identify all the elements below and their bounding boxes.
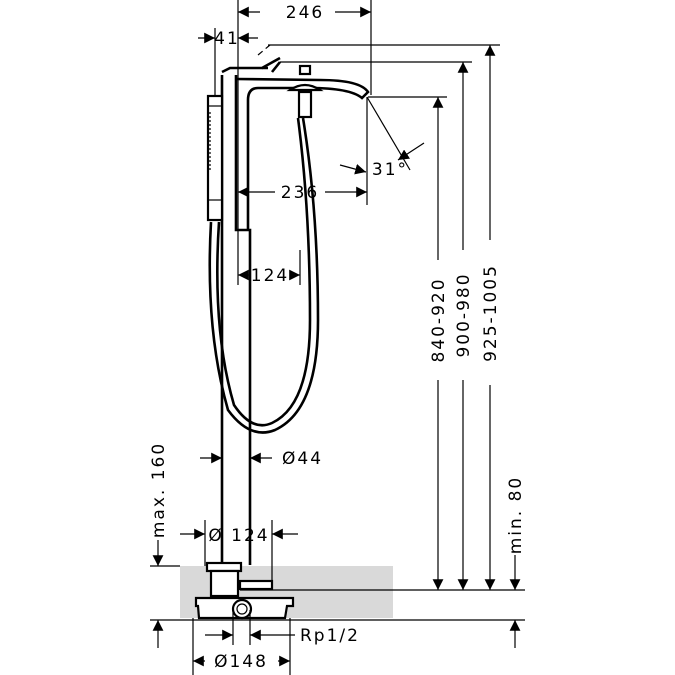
dim-rp-1-2: Rp1/2 xyxy=(300,626,360,646)
dim-246: 246 xyxy=(286,3,324,23)
dim-diameter-44: Ø44 xyxy=(282,449,323,469)
spout-shower-outlet xyxy=(286,64,324,119)
faucet-column xyxy=(220,44,370,565)
shower-hose xyxy=(208,117,320,434)
dim-angle-31: 31° xyxy=(372,160,408,180)
dim-min-80: min. 80 xyxy=(506,476,526,555)
extension-lines xyxy=(214,0,500,285)
dim-41: 41 xyxy=(214,29,240,49)
hand-shower xyxy=(206,94,224,222)
dim-840-920: 840-920 xyxy=(429,277,449,362)
dim-900-980: 900-980 xyxy=(454,272,474,357)
base-rosette xyxy=(194,561,295,620)
dim-236: 236 xyxy=(281,183,319,203)
dim-diameter-148: Ø148 xyxy=(214,652,268,672)
dim-925-1005: 925-1005 xyxy=(481,264,501,362)
dim-124: 124 xyxy=(251,266,289,286)
dim-diameter-124: Ø 124 xyxy=(208,526,269,546)
dimension-arrows xyxy=(152,6,521,675)
dim-max-160: max. 160 xyxy=(149,442,169,538)
